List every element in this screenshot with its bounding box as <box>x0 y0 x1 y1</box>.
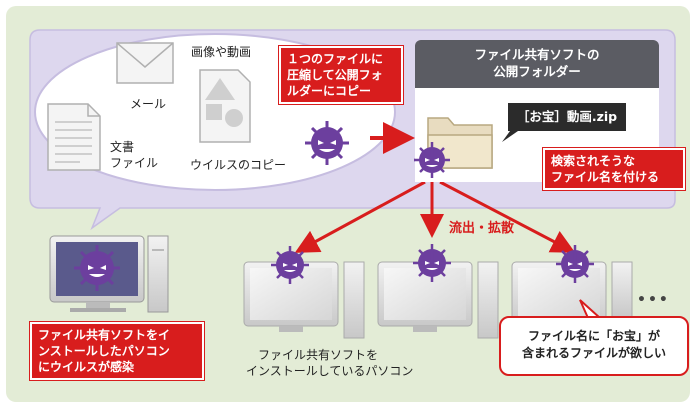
compress-note-line1: １つのファイルに <box>287 52 384 66</box>
infected-note-line1: ファイル共有ソフトをイ <box>38 328 171 342</box>
virus-icon <box>413 244 451 282</box>
virus-icon <box>271 246 309 284</box>
pc-icon <box>377 261 499 339</box>
want-callout-line2: 含まれるファイルが欲しい <box>521 346 666 360</box>
document-icon <box>47 103 101 171</box>
want-callout: ファイル名に「お宝」が 含まれるファイルが欲しい <box>499 316 689 376</box>
spread-label: 流出・拡散 <box>449 221 515 236</box>
shared-folder-header: ファイル共有ソフトの 公開フォルダー <box>415 40 659 88</box>
zip-file-name: ［お宝］動画.zip <box>508 103 626 131</box>
searchable-note: 検索されそうな ファイル名を付ける <box>543 148 685 190</box>
compress-note: １つのファイルに 圧縮して公開フォ ルダーにコピー <box>279 46 403 104</box>
installed-pcs-line1: ファイル共有ソフトを <box>258 348 379 362</box>
label-virus-copy: ウイルスのコピー <box>190 158 287 172</box>
spread-arrows <box>294 180 576 253</box>
folder-title-line2: 公開フォルダー <box>493 64 581 79</box>
folder-title-line1: ファイル共有ソフトの <box>474 47 600 62</box>
searchable-note-line2: ファイル名を付ける <box>551 170 660 184</box>
image-shapes-icon <box>199 69 251 143</box>
virus-icon <box>74 245 120 291</box>
envelope-icon <box>116 42 174 84</box>
label-document-1: 文書 <box>110 140 135 154</box>
infected-note: ファイル共有ソフトをイ ンストールしたパソコン にウイルスが感染 <box>30 322 204 380</box>
infected-note-line3: にウイルスが感染 <box>38 360 135 374</box>
virus-icon <box>305 121 349 165</box>
infected-note-line2: ンストールしたパソコン <box>38 344 170 358</box>
installed-pcs-line2: インストールしているパソコン <box>246 364 414 378</box>
searchable-note-line1: 検索されそうな <box>551 154 636 168</box>
compress-note-line2: 圧縮して公開フォ <box>287 68 383 82</box>
compress-note-line3: ルダーにコピー <box>287 84 372 98</box>
label-mail: メール <box>130 97 167 111</box>
label-image-video: 画像や動画 <box>191 45 252 59</box>
virus-icon <box>556 245 594 283</box>
more-dots: ••• <box>637 292 670 308</box>
pc-icon <box>243 261 365 339</box>
label-document-2: ファイル <box>110 156 159 170</box>
want-callout-line1: ファイル名に「お宝」が <box>527 329 660 343</box>
